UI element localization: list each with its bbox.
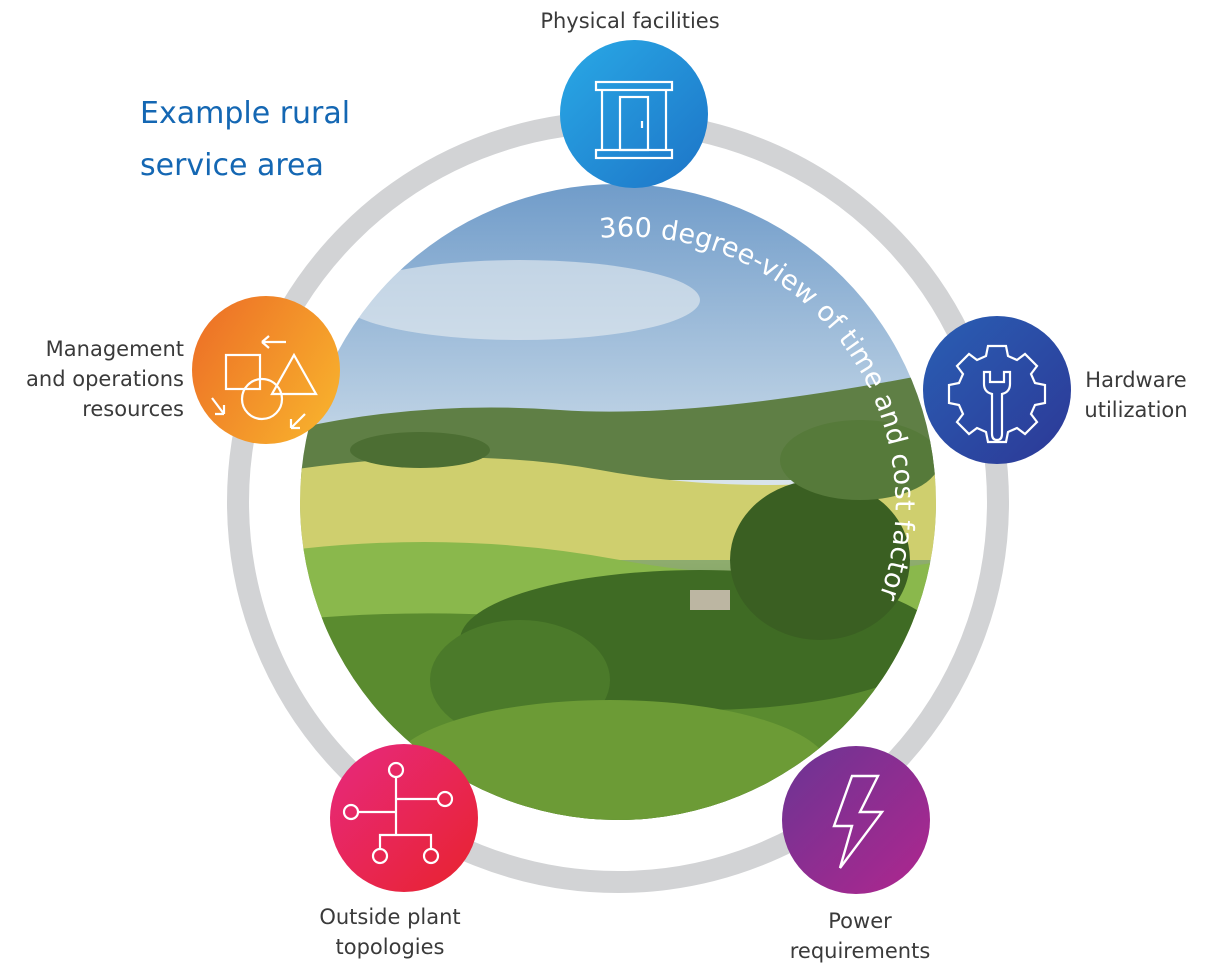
label-power-line-2: requirements bbox=[789, 939, 931, 963]
node-physical-circle bbox=[560, 40, 708, 188]
node-hardware-circle bbox=[923, 316, 1071, 464]
label-outside-plant-topologies: Outside plant topologies bbox=[290, 902, 490, 962]
label-hardware-line-1: Hardware bbox=[1085, 368, 1187, 392]
node-hardware-utilization[interactable] bbox=[923, 316, 1071, 464]
label-management-line-3: resources bbox=[82, 397, 184, 421]
network-topology-icon bbox=[342, 761, 454, 865]
node-outside-circle bbox=[330, 744, 478, 892]
label-power-line-1: Power bbox=[828, 909, 892, 933]
node-power-requirements[interactable] bbox=[782, 746, 930, 894]
diagram-title: Example rural service area bbox=[140, 88, 400, 192]
label-outside-line-2: topologies bbox=[335, 935, 445, 959]
label-physical-facilities: Physical facilities bbox=[480, 6, 780, 36]
label-power-requirements: Power requirements bbox=[760, 906, 960, 966]
node-physical-facilities[interactable] bbox=[560, 40, 708, 188]
node-management-operations[interactable] bbox=[192, 296, 340, 444]
node-management-circle bbox=[192, 296, 340, 444]
door-icon bbox=[594, 80, 674, 160]
title-line-1: Example rural bbox=[140, 96, 351, 131]
label-management-line-1: Management bbox=[45, 337, 184, 361]
shapes-cycle-icon bbox=[211, 335, 318, 430]
landscape-photo bbox=[300, 184, 936, 820]
gear-wrench-icon bbox=[947, 344, 1047, 444]
label-outside-line-1: Outside plant bbox=[319, 905, 461, 929]
node-power-circle bbox=[782, 746, 930, 894]
label-management-line-2: and operations bbox=[26, 367, 184, 391]
node-outside-plant-topologies[interactable] bbox=[330, 744, 478, 892]
label-management-operations: Management and operations resources bbox=[6, 334, 184, 424]
label-hardware-line-2: utilization bbox=[1084, 398, 1188, 422]
title-line-2: service area bbox=[140, 148, 324, 183]
label-physical-line-1: Physical facilities bbox=[540, 9, 720, 33]
lightning-bolt-icon bbox=[832, 774, 885, 869]
label-hardware-utilization: Hardware utilization bbox=[1066, 365, 1206, 425]
